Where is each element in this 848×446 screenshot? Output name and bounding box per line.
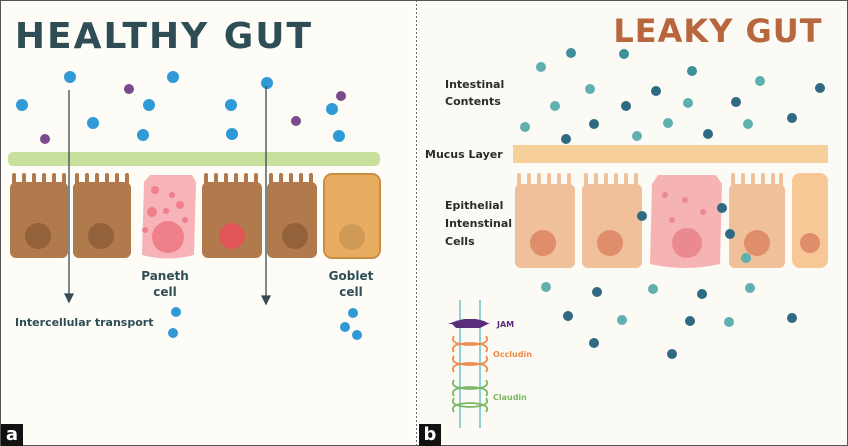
paneth-cell (142, 175, 196, 259)
claudin-label: Claudin (493, 393, 527, 402)
leaky-epithelial-cells (515, 173, 828, 268)
panel-a-letter: a (1, 424, 23, 446)
goblet-cell (323, 173, 381, 259)
paneth-label-line2: cell (153, 285, 176, 299)
panel-b-letter: b (419, 424, 441, 446)
healthy-particles (16, 71, 362, 340)
tight-junction-legend: JAM Occludin Claudin (448, 300, 532, 428)
goblet-label-line2: cell (339, 285, 362, 299)
mucus-layer-label: Mucus Layer (425, 148, 503, 161)
healthy-epithelial-cells (10, 173, 381, 259)
goblet-label-line1: Goblet (329, 269, 374, 283)
leaky-mucus-layer (513, 145, 828, 163)
transport-label: Intercellular transport (15, 316, 153, 329)
occludin-label: Occludin (493, 350, 532, 359)
leaky-particles (520, 48, 825, 359)
jam-label: JAM (496, 320, 514, 329)
contents-label-line1: Intestinal (445, 78, 504, 91)
transport-arrows (63, 86, 272, 306)
healthy-mucus-layer (8, 152, 380, 166)
epithelial-label-line1: Epithelial (445, 199, 503, 212)
epithelial-label-line3: Cells (445, 235, 475, 248)
contents-label-line2: Contents (445, 95, 501, 108)
jam-icon (448, 319, 490, 328)
leaky-paneth-cell (650, 175, 722, 268)
claudin-icon (451, 379, 489, 413)
occludin-icon (451, 335, 489, 373)
paneth-label-line1: Paneth (141, 269, 189, 283)
leaky-gut-title: LEAKY GUT (613, 12, 822, 50)
healthy-gut-title: HEALTHY GUT (15, 16, 313, 57)
epithelial-label-line2: Intenstinal (445, 217, 512, 230)
